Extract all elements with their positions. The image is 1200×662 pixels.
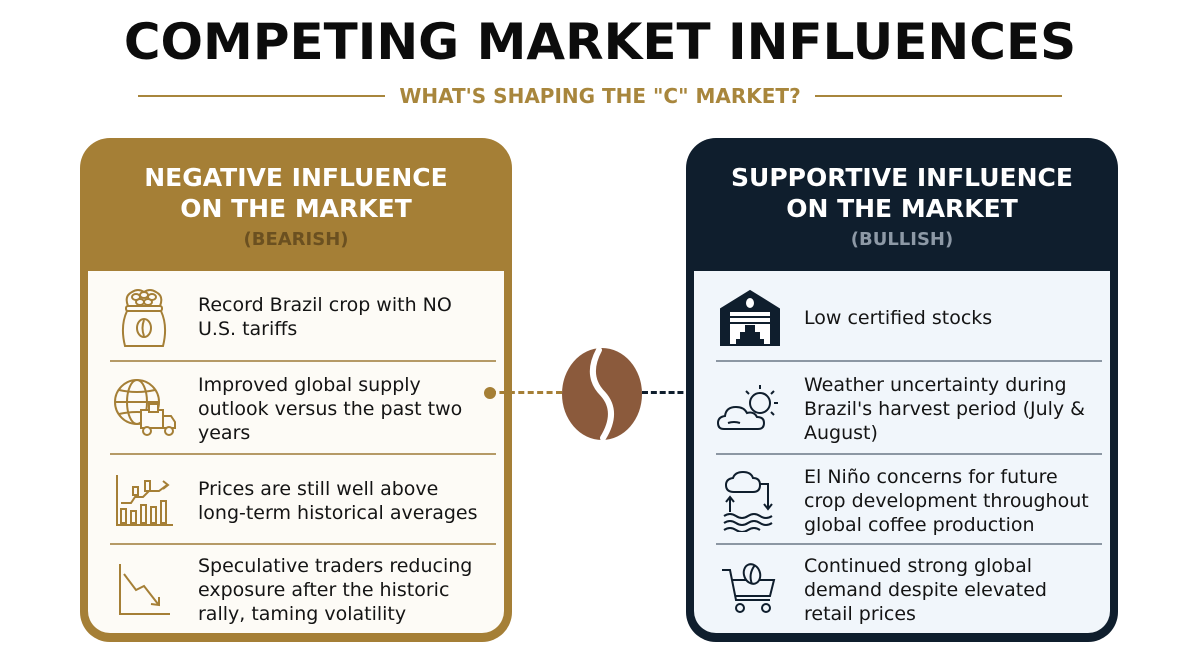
negative-item-2: Improved global supply outlook versus th… bbox=[110, 365, 496, 453]
positive-divider bbox=[716, 360, 1102, 362]
bar-chart-icon bbox=[110, 457, 178, 545]
globe-delivery-truck-icon bbox=[110, 365, 178, 453]
negative-item-3: Prices are still well above long-term hi… bbox=[110, 457, 496, 545]
declining-trend-icon bbox=[110, 547, 178, 633]
negative-heading-line2: ON THE MARKET bbox=[180, 194, 412, 223]
positive-divider bbox=[716, 453, 1102, 455]
positive-item-3-text: El Niño concerns for future crop develop… bbox=[804, 466, 1089, 536]
positive-heading: SUPPORTIVE INFLUENCE ON THE MARKET bbox=[686, 162, 1118, 224]
negative-connector-line bbox=[490, 391, 562, 394]
negative-list: Record Brazil crop with NO U.S. tariffs … bbox=[88, 271, 504, 633]
positive-item-3: El Niño concerns for future crop develop… bbox=[716, 457, 1102, 545]
negative-influence-panel: NEGATIVE INFLUENCE ON THE MARKET (BEARIS… bbox=[80, 138, 512, 642]
positive-item-2-text: Weather uncertainty during Brazil's harv… bbox=[804, 374, 1086, 444]
water-cycle-icon bbox=[716, 457, 784, 545]
positive-divider bbox=[716, 543, 1102, 545]
positive-item-4: Continued strong global demand despite e… bbox=[716, 547, 1102, 633]
positive-item-2: Weather uncertainty during Brazil's harv… bbox=[716, 365, 1102, 453]
negative-item-2-text: Improved global supply outlook versus th… bbox=[198, 374, 463, 444]
page-title: COMPETING MARKET INFLUENCES bbox=[123, 13, 1077, 71]
negative-item-1-text: Record Brazil crop with NO U.S. tariffs bbox=[198, 294, 452, 340]
positive-connector-line bbox=[642, 391, 710, 394]
warehouse-stock-icon bbox=[716, 277, 784, 359]
shopping-cart-bean-icon bbox=[716, 547, 784, 633]
negative-item-1: Record Brazil crop with NO U.S. tariffs bbox=[110, 279, 496, 355]
negative-heading-line1: NEGATIVE INFLUENCE bbox=[144, 163, 448, 192]
coffee-bean-icon bbox=[559, 346, 645, 446]
negative-heading: NEGATIVE INFLUENCE ON THE MARKET bbox=[80, 162, 512, 224]
negative-divider bbox=[110, 453, 496, 455]
negative-divider bbox=[110, 360, 496, 362]
subtitle-rule-left bbox=[138, 95, 385, 97]
negative-divider bbox=[110, 543, 496, 545]
coffee-sack-icon bbox=[110, 279, 178, 355]
positive-item-1: Low certified stocks bbox=[716, 277, 1102, 359]
negative-item-3-text: Prices are still well above long-term hi… bbox=[198, 478, 478, 524]
subtitle-rule-right bbox=[815, 95, 1062, 97]
supportive-influence-panel: SUPPORTIVE INFLUENCE ON THE MARKET (BULL… bbox=[686, 138, 1118, 642]
bearish-tag: (BEARISH) bbox=[243, 229, 349, 250]
negative-connector-dot bbox=[484, 387, 496, 399]
positive-list: Low certified stocks Weather uncertainty… bbox=[694, 271, 1110, 633]
cloud-sun-icon bbox=[716, 365, 784, 453]
positive-item-1-text: Low certified stocks bbox=[804, 307, 993, 329]
subtitle-row: WHAT'S SHAPING THE "C" MARKET? bbox=[0, 80, 1200, 110]
negative-item-4-text: Speculative traders reducing exposure af… bbox=[198, 555, 473, 625]
subtitle: WHAT'S SHAPING THE "C" MARKET? bbox=[399, 84, 801, 108]
positive-item-4-text: Continued strong global demand despite e… bbox=[804, 555, 1047, 625]
negative-item-4: Speculative traders reducing exposure af… bbox=[110, 547, 496, 633]
bullish-tag: (BULLISH) bbox=[850, 229, 954, 250]
positive-heading-line1: SUPPORTIVE INFLUENCE bbox=[731, 163, 1073, 192]
positive-heading-line2: ON THE MARKET bbox=[786, 194, 1018, 223]
